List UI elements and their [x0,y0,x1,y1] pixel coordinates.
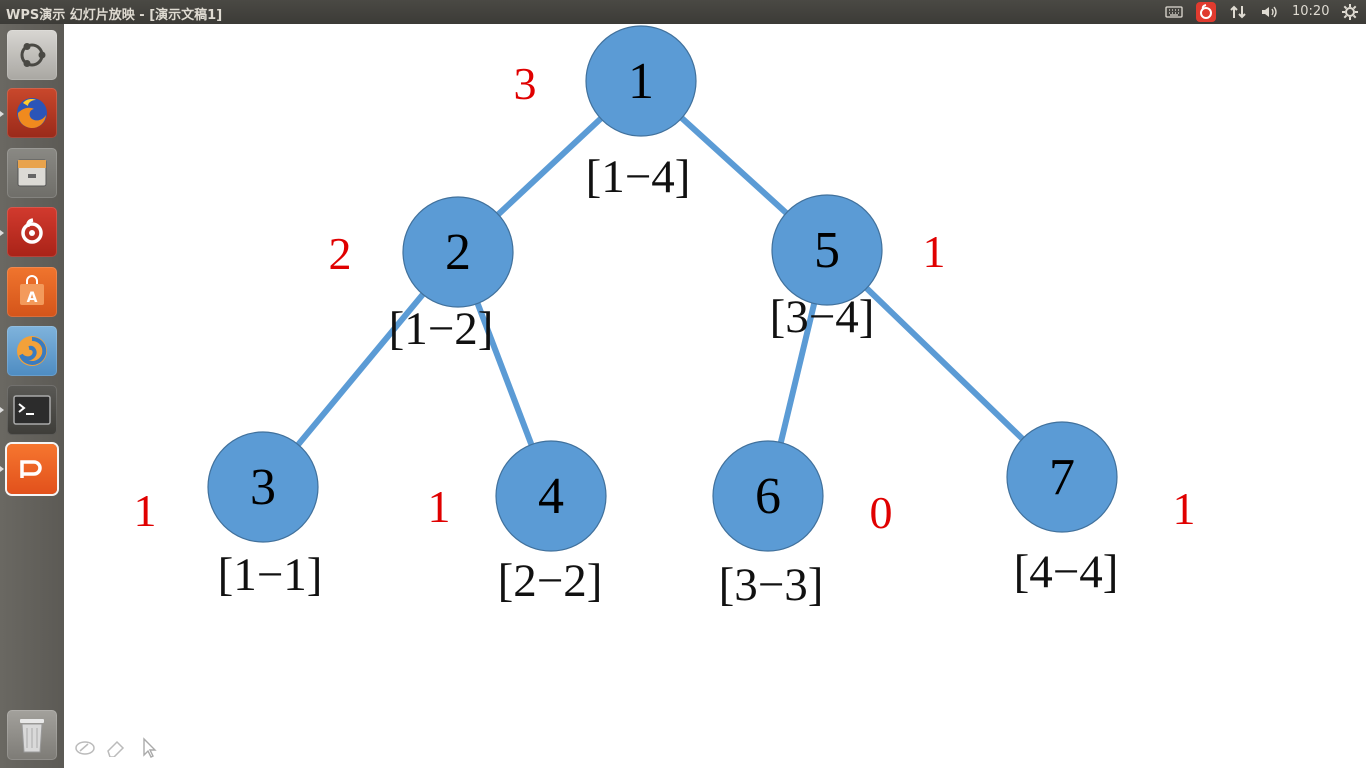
tree-node-circle [495,440,607,552]
pointer-arrow-icon[interactable] [138,737,162,759]
node-range-label-4: [2−2] [498,555,603,607]
node-value-label-4: 1 [428,481,451,532]
tree-node-label: 2 [445,224,471,281]
clock[interactable]: 10:20 [1292,4,1330,19]
file-cabinet-icon [17,159,47,187]
top-panel: WPS演示 幻灯片放映 - [演示文稿1] 10:20 [0,0,1366,24]
trash-button[interactable] [7,710,57,760]
tree-node-circle [1006,421,1118,533]
network-icon[interactable] [1226,0,1250,24]
terminal-icon [13,395,51,425]
shopping-bag-icon: A [20,275,44,306]
tree-node-circle [585,25,697,137]
tree-node-circle [712,440,824,552]
shutter-button[interactable] [7,326,57,376]
tree-node-label: 6 [755,468,781,525]
tree-node-1: 1 [585,25,697,137]
tree-node-circle [402,196,514,308]
tree-node-5: 5 [771,194,883,306]
tree-node-label: 7 [1049,449,1075,506]
volume-icon[interactable] [1258,0,1282,24]
tree-node-label: 3 [250,459,276,516]
tree-node-circle [771,194,883,306]
tree-node-label: 1 [628,53,654,110]
tree-node-4: 4 [495,440,607,552]
netease-music-icon[interactable] [1194,0,1218,24]
node-range-label-3: [1−1] [218,549,323,601]
node-range-label-2: [1−2] [389,303,494,355]
node-value-label-2: 2 [329,228,352,279]
firefox-icon [17,98,47,129]
keyboard-icon[interactable] [1162,0,1186,24]
node-range-label-1: [1−4] [586,151,691,203]
tree-node-label: 4 [538,468,564,525]
wps-presentation-button[interactable] [7,444,57,494]
eraser-icon[interactable] [104,737,128,759]
window-title: WPS演示 幻灯片放映 - [演示文稿1] [6,8,223,23]
tree-node-2: 2 [402,196,514,308]
ubuntu-dash-button[interactable] [7,30,57,80]
node-range-label-5: [3−4] [770,291,875,343]
node-value-label-5: 1 [923,226,946,277]
files-button[interactable] [7,148,57,198]
slide-canvas: 1 2 5 3 4 6 7 [1−4] [1−2] [3−4] [1−1] [2−2] [3−3] [4… [64,24,1366,768]
tree-node-circle [207,431,319,543]
settings-gear-icon[interactable] [1338,0,1362,24]
terminal-button[interactable] [7,385,57,435]
node-value-label-6: 0 [870,487,893,538]
svg-text:A: A [27,290,38,306]
wps-presentation-icon [20,460,42,478]
node-value-label-7: 1 [1173,483,1196,534]
tree-node-3: 3 [207,431,319,543]
tree-node-label: 5 [814,222,840,279]
shutter-swirl-icon [17,336,47,366]
ubuntu-logo-icon [20,43,46,67]
netease-music-icon [21,218,43,244]
node-value-label-1: 3 [514,58,537,109]
node-value-label-3: 1 [134,485,157,536]
tree-node-7: 7 [1006,421,1118,533]
launcher: A [0,24,64,768]
netease-music-button[interactable] [7,207,57,257]
tree-node-6: 6 [712,440,824,552]
segment-tree-diagram: 1 2 5 3 4 6 7 [1−4] [1−2] [3−4] [1−1] [2−2] [3−3] [4… [134,25,1196,611]
software-center-button[interactable]: A [7,267,57,317]
firefox-button[interactable] [7,88,57,138]
node-range-label-6: [3−3] [719,559,824,611]
trash-icon [20,719,44,753]
pen-icon[interactable] [73,737,97,759]
node-range-label-7: [4−4] [1014,546,1119,598]
